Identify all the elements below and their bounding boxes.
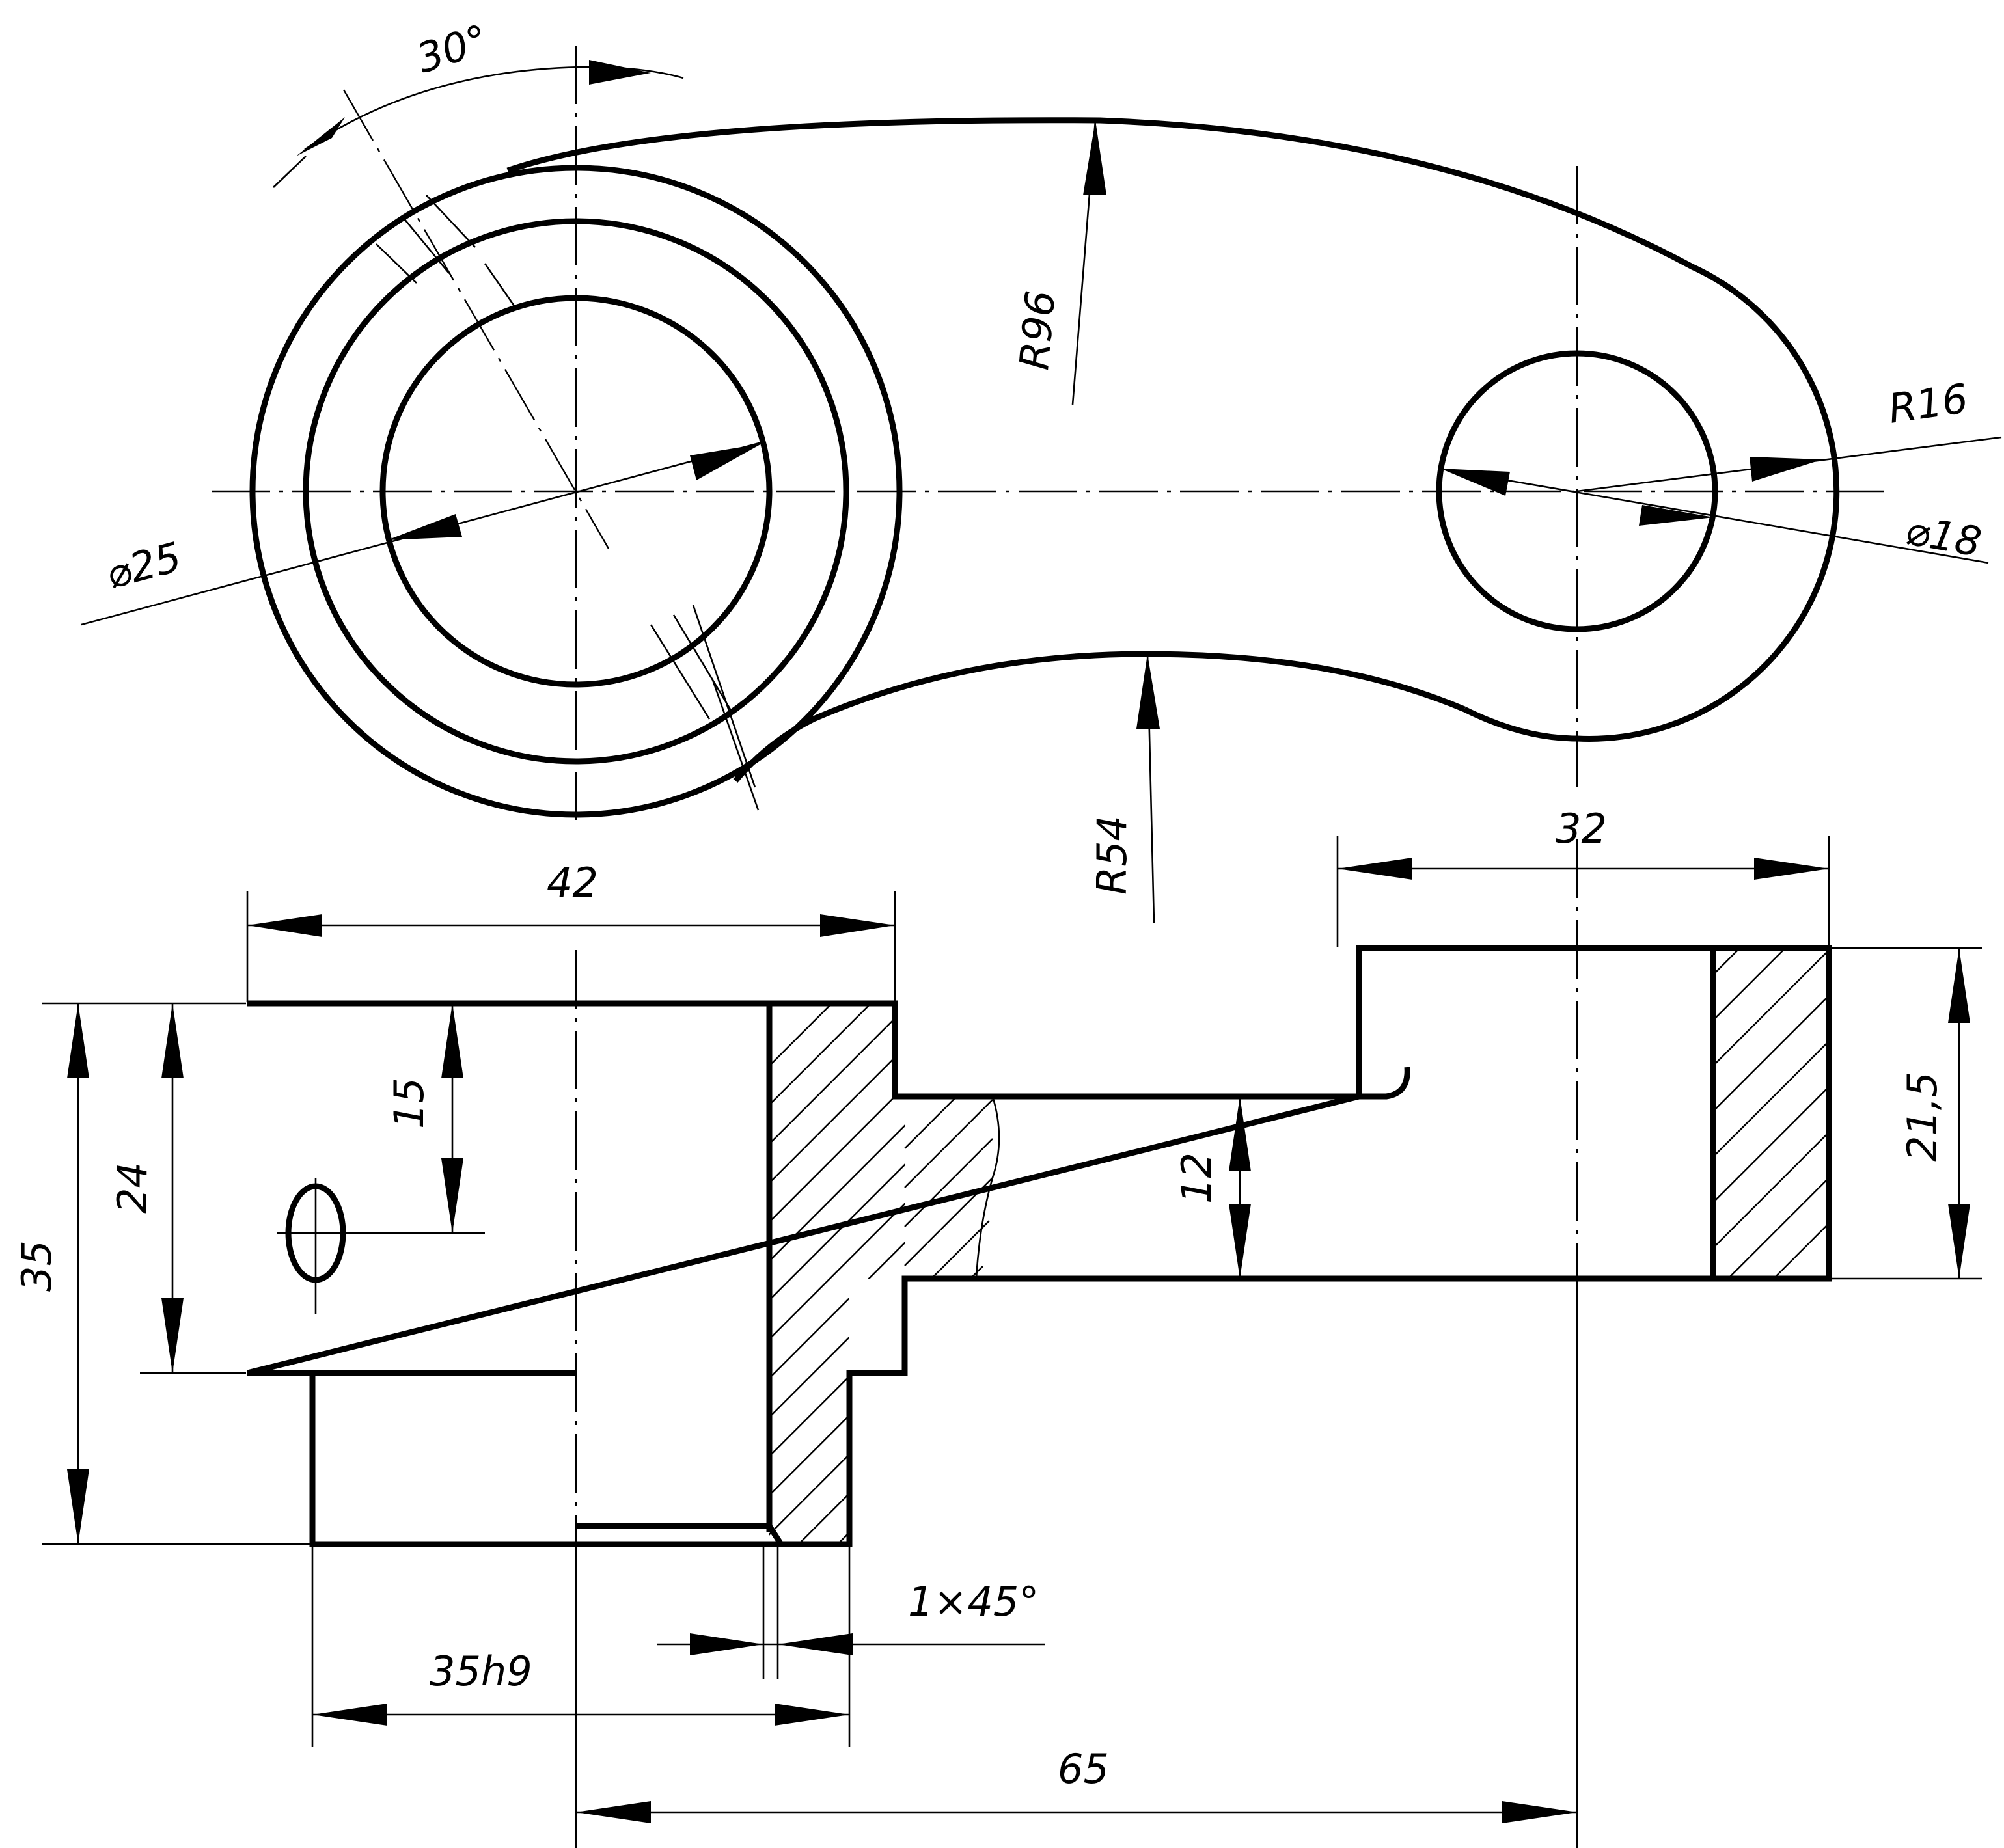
boss-fillet	[1359, 1067, 1410, 1100]
dim-35-label: 35	[13, 1240, 61, 1292]
d25-arrow-right	[690, 444, 762, 480]
dim-35h9-label: 35h9	[430, 1648, 532, 1695]
angle-arrow-left	[296, 117, 345, 156]
angle-arc	[304, 66, 684, 151]
d18-leader	[1438, 467, 1989, 564]
d18-label: ⌀18	[1902, 506, 1984, 566]
hub-hole-circle	[379, 295, 773, 688]
d18-arrow-left	[1440, 469, 1510, 496]
extension-lines	[42, 836, 1982, 1845]
dim-65-label: 65	[1058, 1745, 1109, 1793]
angle-arrow-right	[589, 60, 651, 85]
hub-section-outline	[246, 945, 1832, 1547]
dim-chamfer-label: 1×45°	[908, 1578, 1039, 1625]
dim-24-label: 24	[109, 1162, 156, 1214]
tangent-marks	[376, 195, 760, 811]
section-view: 42 32 35 24 15 12 21,5 1×	[13, 805, 1982, 1848]
dim-15-label: 15	[385, 1078, 433, 1129]
hub-outer-circle	[249, 165, 903, 818]
r16-arrow	[1750, 457, 1822, 482]
hub-hatching	[769, 1003, 905, 1544]
centerline-30deg	[342, 89, 610, 549]
r16-label: R16	[1886, 375, 1971, 433]
dim-21-5-label: 21,5	[1899, 1072, 1946, 1162]
d18-arrow-right	[1639, 505, 1714, 526]
r96-arrow	[1083, 120, 1106, 195]
r54-arrow	[1136, 654, 1160, 729]
r54-label: R54	[1088, 815, 1136, 895]
break-line	[975, 1096, 1000, 1279]
angle-label: 30°	[411, 15, 494, 82]
dim-32-label: 32	[1556, 805, 1607, 852]
dim-12-label: 12	[1173, 1152, 1220, 1204]
boss-hole-circle	[1436, 350, 1718, 632]
arm-inner-contour	[733, 651, 1466, 783]
top-view: 30° R96 R54 R16 ⌀18 ⌀25	[81, 15, 2002, 923]
d25-label: ⌀25	[101, 533, 186, 599]
arm-outer-contour	[506, 117, 1840, 742]
d25-arrow-left	[387, 514, 462, 540]
r96-label: R96	[1010, 288, 1064, 372]
dim-42-label: 42	[547, 859, 598, 906]
boss-hatching	[1713, 948, 1829, 1279]
hub-middle-circle	[303, 218, 849, 765]
chamfer-edge	[767, 1524, 784, 1546]
